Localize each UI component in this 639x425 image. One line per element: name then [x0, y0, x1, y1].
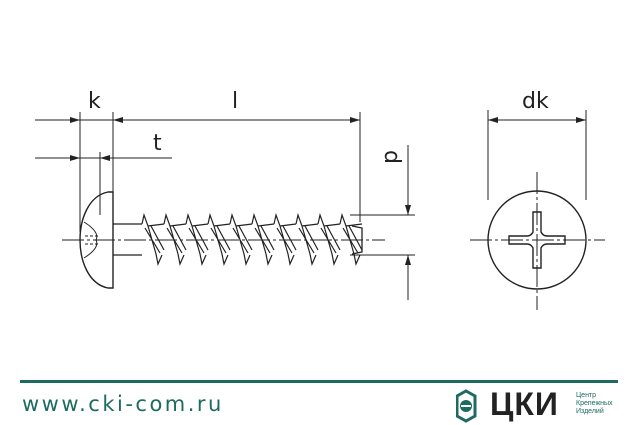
- t-label: t: [153, 131, 162, 156]
- top-view: [470, 110, 605, 310]
- dk-label: dk: [522, 89, 549, 114]
- brand-tagline: Центр Крепежных Изделий: [576, 392, 613, 416]
- tagline-line: Крепежных: [576, 400, 613, 407]
- d-label: d: [379, 150, 404, 164]
- phillips-recess: [508, 211, 566, 269]
- k-label: k: [88, 89, 101, 114]
- footer-divider: [20, 380, 618, 383]
- side-view: [35, 112, 415, 300]
- cki-logo-icon: [456, 389, 477, 423]
- d-dimension-line: [350, 145, 415, 300]
- l-label: l: [232, 89, 238, 114]
- tagline-line: Изделий: [576, 408, 604, 415]
- website-link[interactable]: www.cki-com.ru: [22, 392, 224, 416]
- tagline-line: Центр: [576, 392, 597, 399]
- brand-name: ЦКИ: [490, 386, 559, 422]
- screw-technical-drawing: k l t d dk: [35, 89, 605, 310]
